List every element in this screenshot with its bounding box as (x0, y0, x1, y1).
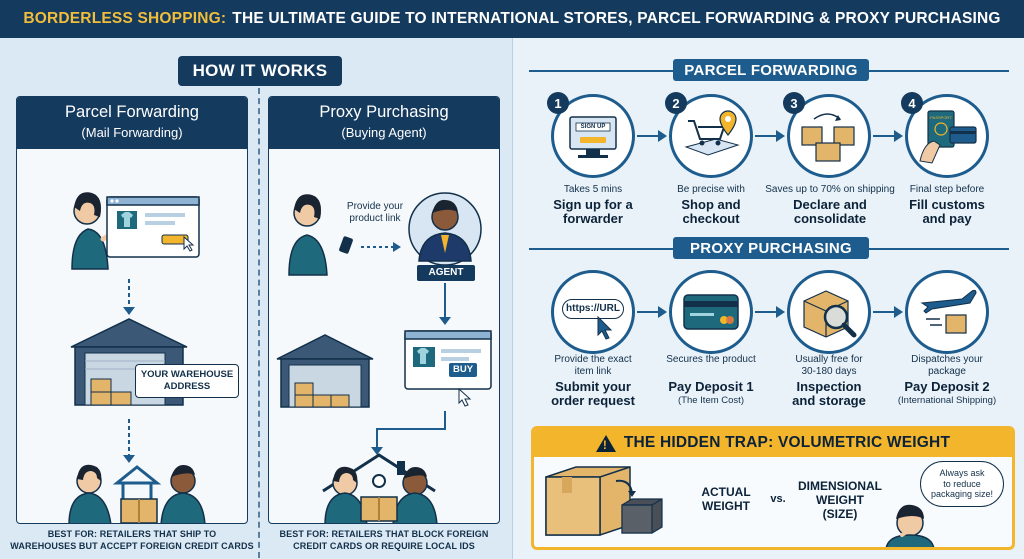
card-subtitle: (Mail Forwarding) (81, 125, 183, 140)
page-header: BORDERLESS SHOPPING: THE ULTIMATE GUIDE … (0, 0, 1024, 38)
step-4-number: 4 (901, 92, 923, 114)
couple-receiving-box-icon (322, 453, 438, 523)
couple-receiving-box-icon (68, 464, 206, 523)
inspection-box-icon (803, 290, 857, 338)
step-2-text: Be precise with Shop and checkout (677, 184, 745, 226)
card-title: Parcel Forwarding (65, 103, 199, 121)
proxy-purchasing-card-header: Proxy Purchasing (Buying Agent) (269, 97, 499, 149)
how-it-works-banner: HOW IT WORKS (178, 56, 342, 86)
large-box-icon (545, 466, 631, 536)
customer-with-phone-icon (288, 194, 353, 276)
computer-signup-icon (569, 116, 617, 158)
trap-heading: THE HIDDEN TRAP: VOLUMETRIC WEIGHT (623, 434, 951, 451)
consolidate-boxes-icon (801, 113, 855, 162)
parcel-forwarding-heading: PARCEL FORWARDING (673, 59, 869, 81)
warehouse-address-label: YOUR WAREHOUSE ADDRESS (135, 364, 239, 398)
step-arrow (873, 130, 903, 142)
how-it-works-panel: HOW IT WORKS Parcel Forwarding (Mail For… (0, 38, 512, 559)
signup-icon-text: SIGN UP (580, 124, 606, 130)
proxy-purchasing-heading: PROXY PURCHASING (673, 237, 869, 259)
forwarding-best-for: BEST FOR: RETAILERS THAT SHIP TO WAREHOU… (10, 529, 254, 551)
dimensional-weight-label: DIMENSIONAL WEIGHT (SIZE) (798, 479, 882, 521)
card-title: Proxy Purchasing (319, 103, 449, 121)
tip-speech-bubble: Always ask to reduce packaging size! (920, 461, 1004, 507)
warehouse-icon (276, 334, 374, 408)
step-1-text: Takes 5 mins Sign up for a forwarder (553, 184, 633, 226)
card-subtitle: (Buying Agent) (341, 125, 427, 140)
trap-heading-bar: ! THE HIDDEN TRAP: VOLUMETRIC WEIGHT (534, 429, 1012, 457)
proxy-step-4-text: Dispatches your package Pay Deposit 2 (I… (897, 354, 997, 406)
step-1-number: 1 (547, 92, 569, 114)
warning-icon: ! (595, 434, 616, 452)
thinking-person-icon (885, 504, 935, 547)
step-arrow (873, 306, 903, 318)
header-title: THE ULTIMATE GUIDE TO INTERNATIONAL STOR… (232, 10, 1001, 27)
step-arrow (637, 306, 667, 318)
parcel-forwarding-illustration (68, 192, 206, 523)
step-4-text: Final step before Fill customs and pay (909, 184, 985, 226)
parcel-forwarding-card-header: Parcel Forwarding (Mail Forwarding) (17, 97, 247, 149)
proxy-step-2-text: Secures the product Pay Deposit 1 (The I… (666, 354, 756, 406)
airplane-package-icon (920, 289, 977, 334)
buy-button: BUY (449, 363, 477, 377)
passport-icon-text: PASSPORT (930, 115, 952, 120)
trap-illustration (545, 466, 935, 547)
online-store-window-icon (404, 330, 492, 407)
step-arrow (637, 130, 667, 142)
parcel-forwarding-card: Parcel Forwarding (Mail Forwarding) (16, 96, 248, 524)
agent-label: AGENT (417, 265, 475, 281)
product-link-note: Provide your product link (346, 201, 404, 224)
proxy-step-1-circle: https://URL (551, 270, 635, 354)
versus-label: vs. (770, 493, 786, 505)
proxy-step-4-circle (905, 270, 989, 354)
step-2-number: 2 (665, 92, 687, 114)
volumetric-weight-trap-box: ! THE HIDDEN TRAP: VOLUMETRIC WEIGHT (531, 426, 1015, 550)
step-3-number: 3 (783, 92, 805, 114)
small-box-icon (621, 498, 663, 534)
cursor-icon (597, 315, 613, 340)
proxy-step-3-circle (787, 270, 871, 354)
proxy-best-for: BEST FOR: RETAILERS THAT BLOCK FOREIGN C… (279, 529, 489, 551)
passport-card-icon (919, 110, 977, 164)
proxy-step-3-text: Usually free for 30-180 days Inspection … (792, 354, 866, 408)
url-input-icon: https://URL (562, 299, 624, 319)
step-3-text: Saves up to 70% on shipping Declare and … (765, 184, 895, 226)
steps-panel: PARCEL FORWARDING SIGN UP (512, 38, 1024, 559)
proxy-purchasing-card: Proxy Purchasing (Buying Agent) (268, 96, 500, 524)
cart-map-pin-icon (684, 110, 740, 156)
proxy-step-2-circle (669, 270, 753, 354)
proxy-step-1-text: Provide the exact item link Submit your … (551, 354, 635, 408)
header-title-highlight: BORDERLESS SHOPPING: (23, 10, 227, 27)
online-store-window-icon (106, 196, 200, 258)
dashed-divider (258, 88, 260, 558)
actual-weight-label: ACTUAL WEIGHT (701, 485, 751, 513)
step-arrow (755, 130, 785, 142)
agent-avatar-icon (408, 192, 482, 266)
proxy-purchasing-illustration (276, 192, 492, 523)
step-arrow (755, 306, 785, 318)
credit-card-icon (683, 294, 739, 330)
shopper-person-icon (71, 192, 130, 270)
